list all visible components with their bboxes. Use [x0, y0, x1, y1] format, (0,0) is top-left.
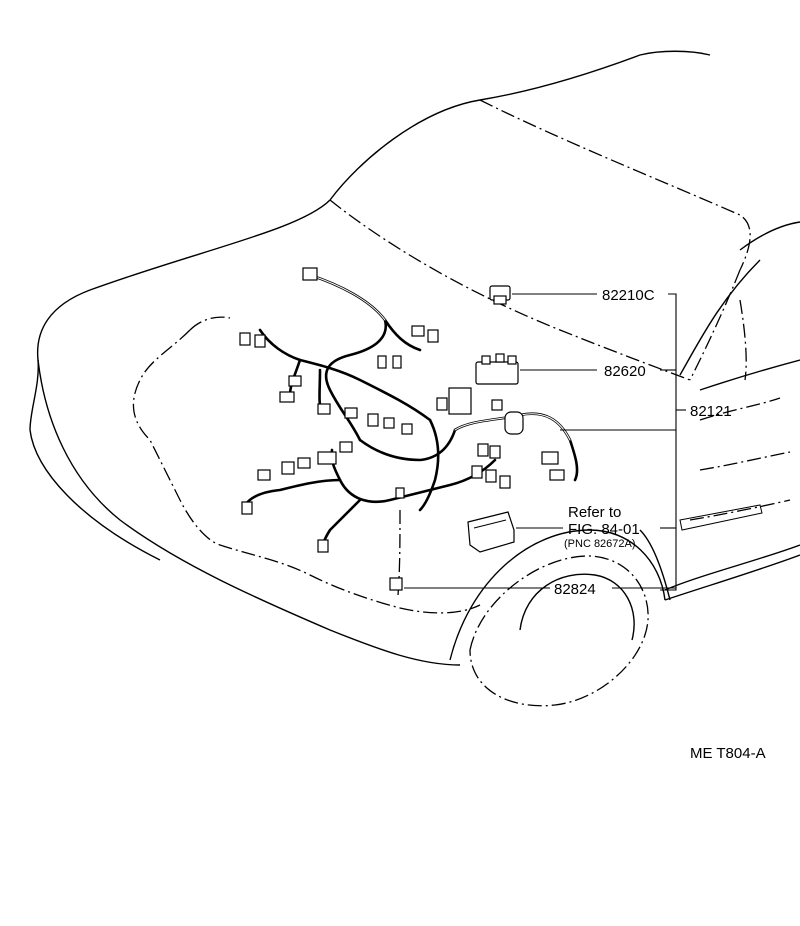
junction-block-82620-part: [475, 353, 519, 385]
label-refer-to: Refer to: [568, 504, 621, 521]
car-body-outline: [29, 50, 800, 666]
label-82210c: 82210C: [602, 287, 655, 304]
figure-code: ME T804-A: [690, 745, 766, 762]
label-82824: 82824: [554, 581, 596, 598]
label-82620: 82620: [604, 363, 646, 380]
label-pnc-82672a: (PNC 82672A): [564, 538, 636, 550]
hood-dash-lines: [329, 99, 791, 521]
label-82121: 82121: [690, 403, 732, 420]
harness-connectors: [239, 267, 565, 591]
relay-82210c-part: [489, 285, 511, 305]
leader-lines: [404, 293, 686, 591]
front-wheel: [449, 529, 666, 707]
label-fig-84-01: FIG. 84-01: [568, 521, 640, 538]
ecu-cover-part: [467, 511, 515, 553]
